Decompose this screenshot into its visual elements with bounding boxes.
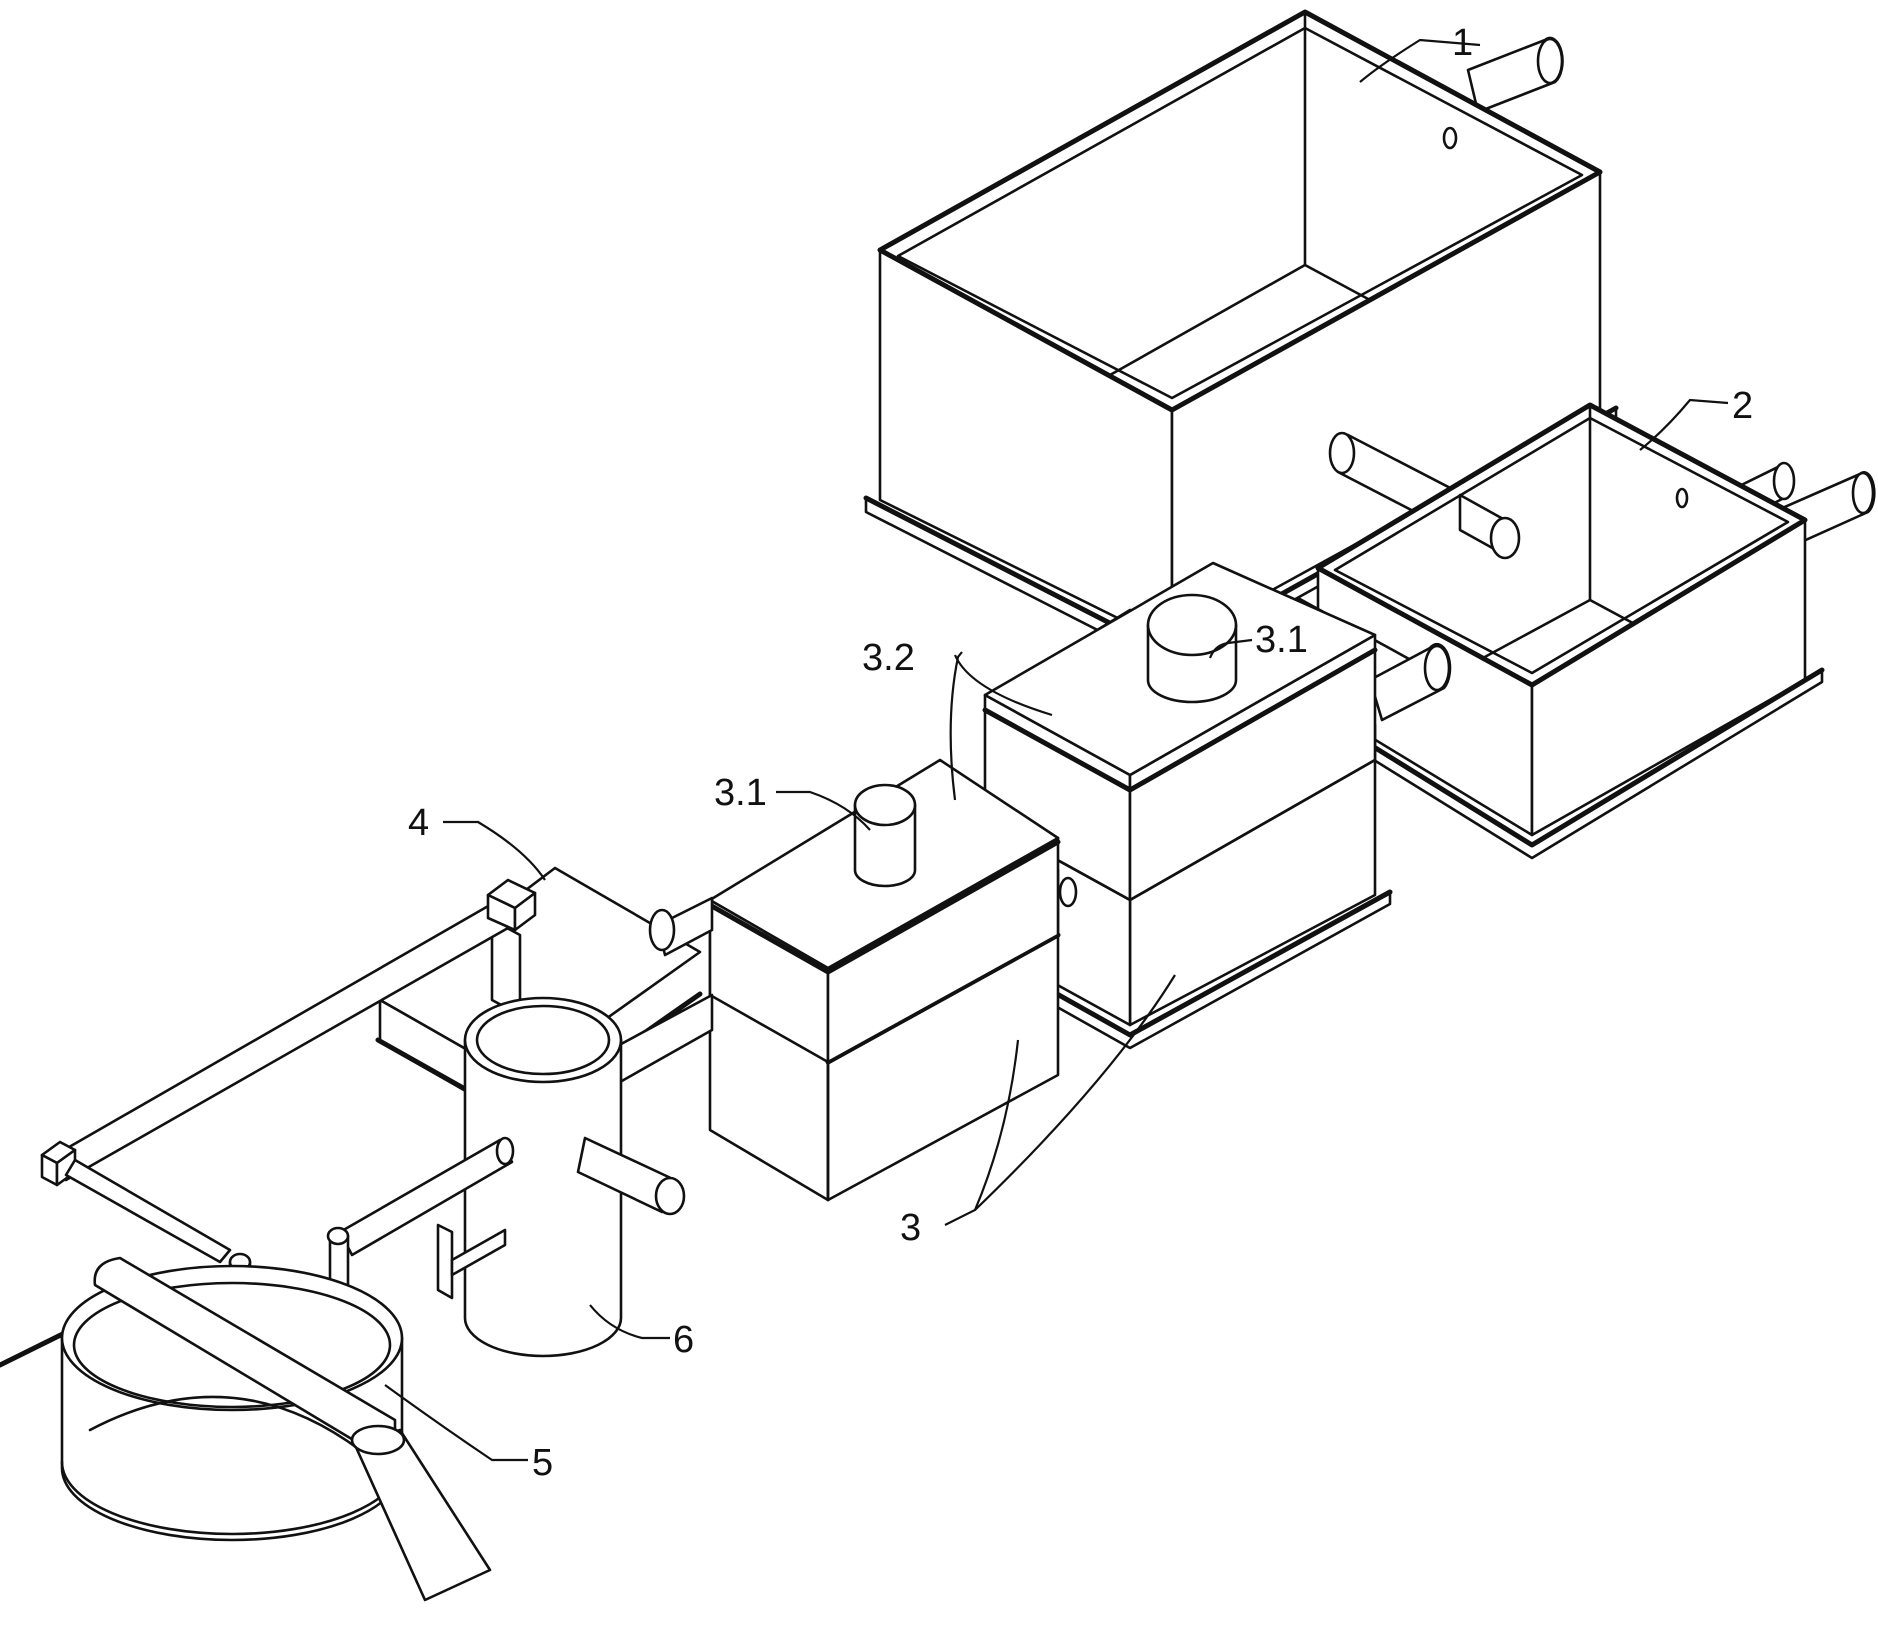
label-4-group: 4	[408, 802, 546, 881]
label-3-1-right: 3.1	[1255, 619, 1308, 661]
tank-1	[863, 9, 1619, 670]
label-3-2: 3.2	[862, 637, 915, 679]
label-1: 1	[1452, 22, 1473, 64]
label-3-1-right-group: 3.1	[1208, 619, 1308, 661]
label-3: 3	[900, 1207, 921, 1249]
unit-3-large-box	[967, 561, 1452, 1050]
label-6: 6	[673, 1319, 694, 1361]
label-2-group: 2	[1639, 385, 1753, 451]
label-5: 5	[532, 1442, 553, 1484]
unit-3-small-box	[707, 758, 1078, 1202]
label-2: 2	[1732, 385, 1753, 427]
unit-4	[40, 866, 714, 1342]
tank-2	[1300, 402, 1876, 860]
unit-5-round-tank	[0, 1256, 492, 1602]
label-3-1-left: 3.1	[714, 772, 767, 814]
label-3-1-left-group: 3.1	[714, 772, 871, 831]
label-6-group: 6	[589, 1304, 694, 1361]
unit-6-cylinder	[326, 996, 686, 1358]
label-3-2-group: 3.2	[862, 637, 1053, 801]
label-4: 4	[408, 802, 429, 844]
label-1-group: 1	[1359, 22, 1481, 83]
label-3-group: 3	[900, 974, 1176, 1249]
label-5-group: 5	[384, 1384, 553, 1484]
